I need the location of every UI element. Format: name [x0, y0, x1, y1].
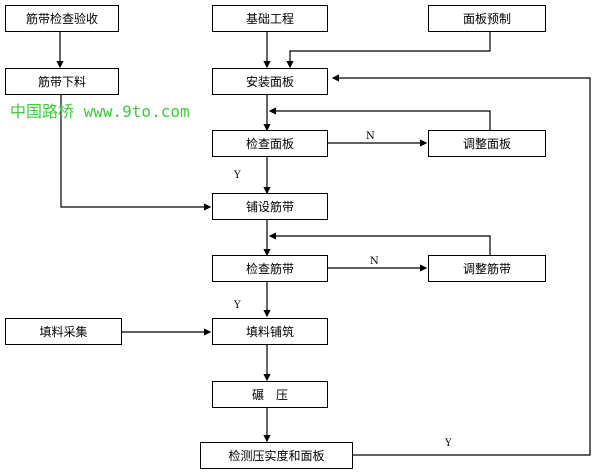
node-test-compaction: 检测压实度和面板	[200, 442, 353, 469]
edge-test-loop-yes	[331, 74, 591, 456]
label-test-loop-yes: Y	[445, 438, 452, 449]
node-foundation: 基础工程	[212, 5, 328, 32]
label-check-rebar-yes: Y	[234, 300, 241, 311]
edge-adjust-rebar-loop	[268, 232, 491, 255]
label-check-rebar-no: N	[370, 256, 379, 267]
node-check-panel: 检查面板	[212, 130, 328, 157]
node-rebar-cutting: 筋带下料	[5, 68, 119, 95]
node-adjust-panel: 调整面板	[428, 130, 546, 157]
node-panel-prefab: 面板预制	[428, 5, 546, 32]
watermark: 中国路桥 www.9to.com	[10, 102, 190, 121]
node-fill-spread: 填料铺筑	[212, 318, 328, 345]
label-check-panel-yes: Y	[234, 170, 241, 181]
label-check-panel-no: N	[366, 131, 375, 142]
node-check-rebar: 检查筋带	[212, 255, 328, 282]
node-rebar-inspection: 筋带检查验收	[5, 5, 119, 32]
node-install-panel: 安装面板	[212, 68, 328, 95]
edge-adjust-panel-loop	[268, 107, 491, 130]
node-fill-collect: 填料采集	[5, 318, 122, 345]
edge-prefab-to-install	[286, 32, 491, 69]
node-lay-rebar: 铺设筋带	[212, 193, 328, 220]
node-compaction: 碾 压	[212, 381, 328, 408]
node-adjust-rebar: 调整筋带	[428, 255, 546, 282]
edge-cutting-to-lay	[60, 94, 212, 211]
